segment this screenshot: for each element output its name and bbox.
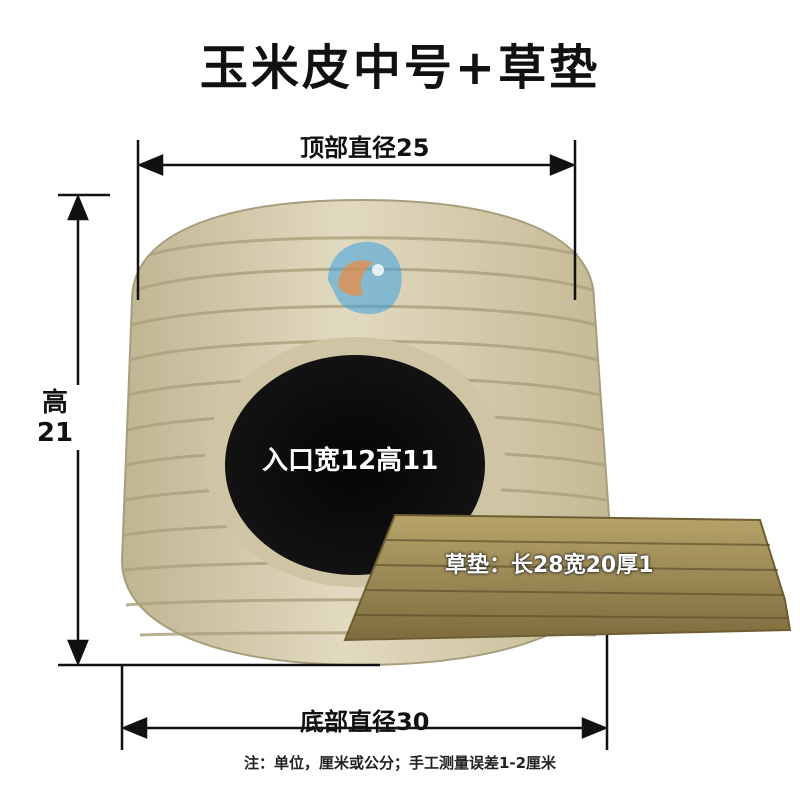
page-title: 玉米皮中号+草垫 (199, 40, 601, 96)
top-diameter-label: 顶部直径25 (300, 134, 430, 162)
watermark-logo (328, 241, 402, 315)
grass-mat (343, 513, 792, 642)
bottom-diameter-label: 底部直径30 (300, 708, 430, 736)
mat-size-label: 草垫：长28宽20厚1 (445, 553, 654, 578)
height-label-text: 高 (41, 388, 68, 418)
height-label: 高 21 (30, 388, 80, 448)
entrance-size-label: 入口宽12高11 (262, 446, 439, 476)
height-label-value: 21 (36, 418, 74, 448)
dimension-lines (58, 140, 609, 750)
measurement-note: 注：单位，厘米或公分；手工测量误差1-2厘米 (243, 754, 557, 772)
